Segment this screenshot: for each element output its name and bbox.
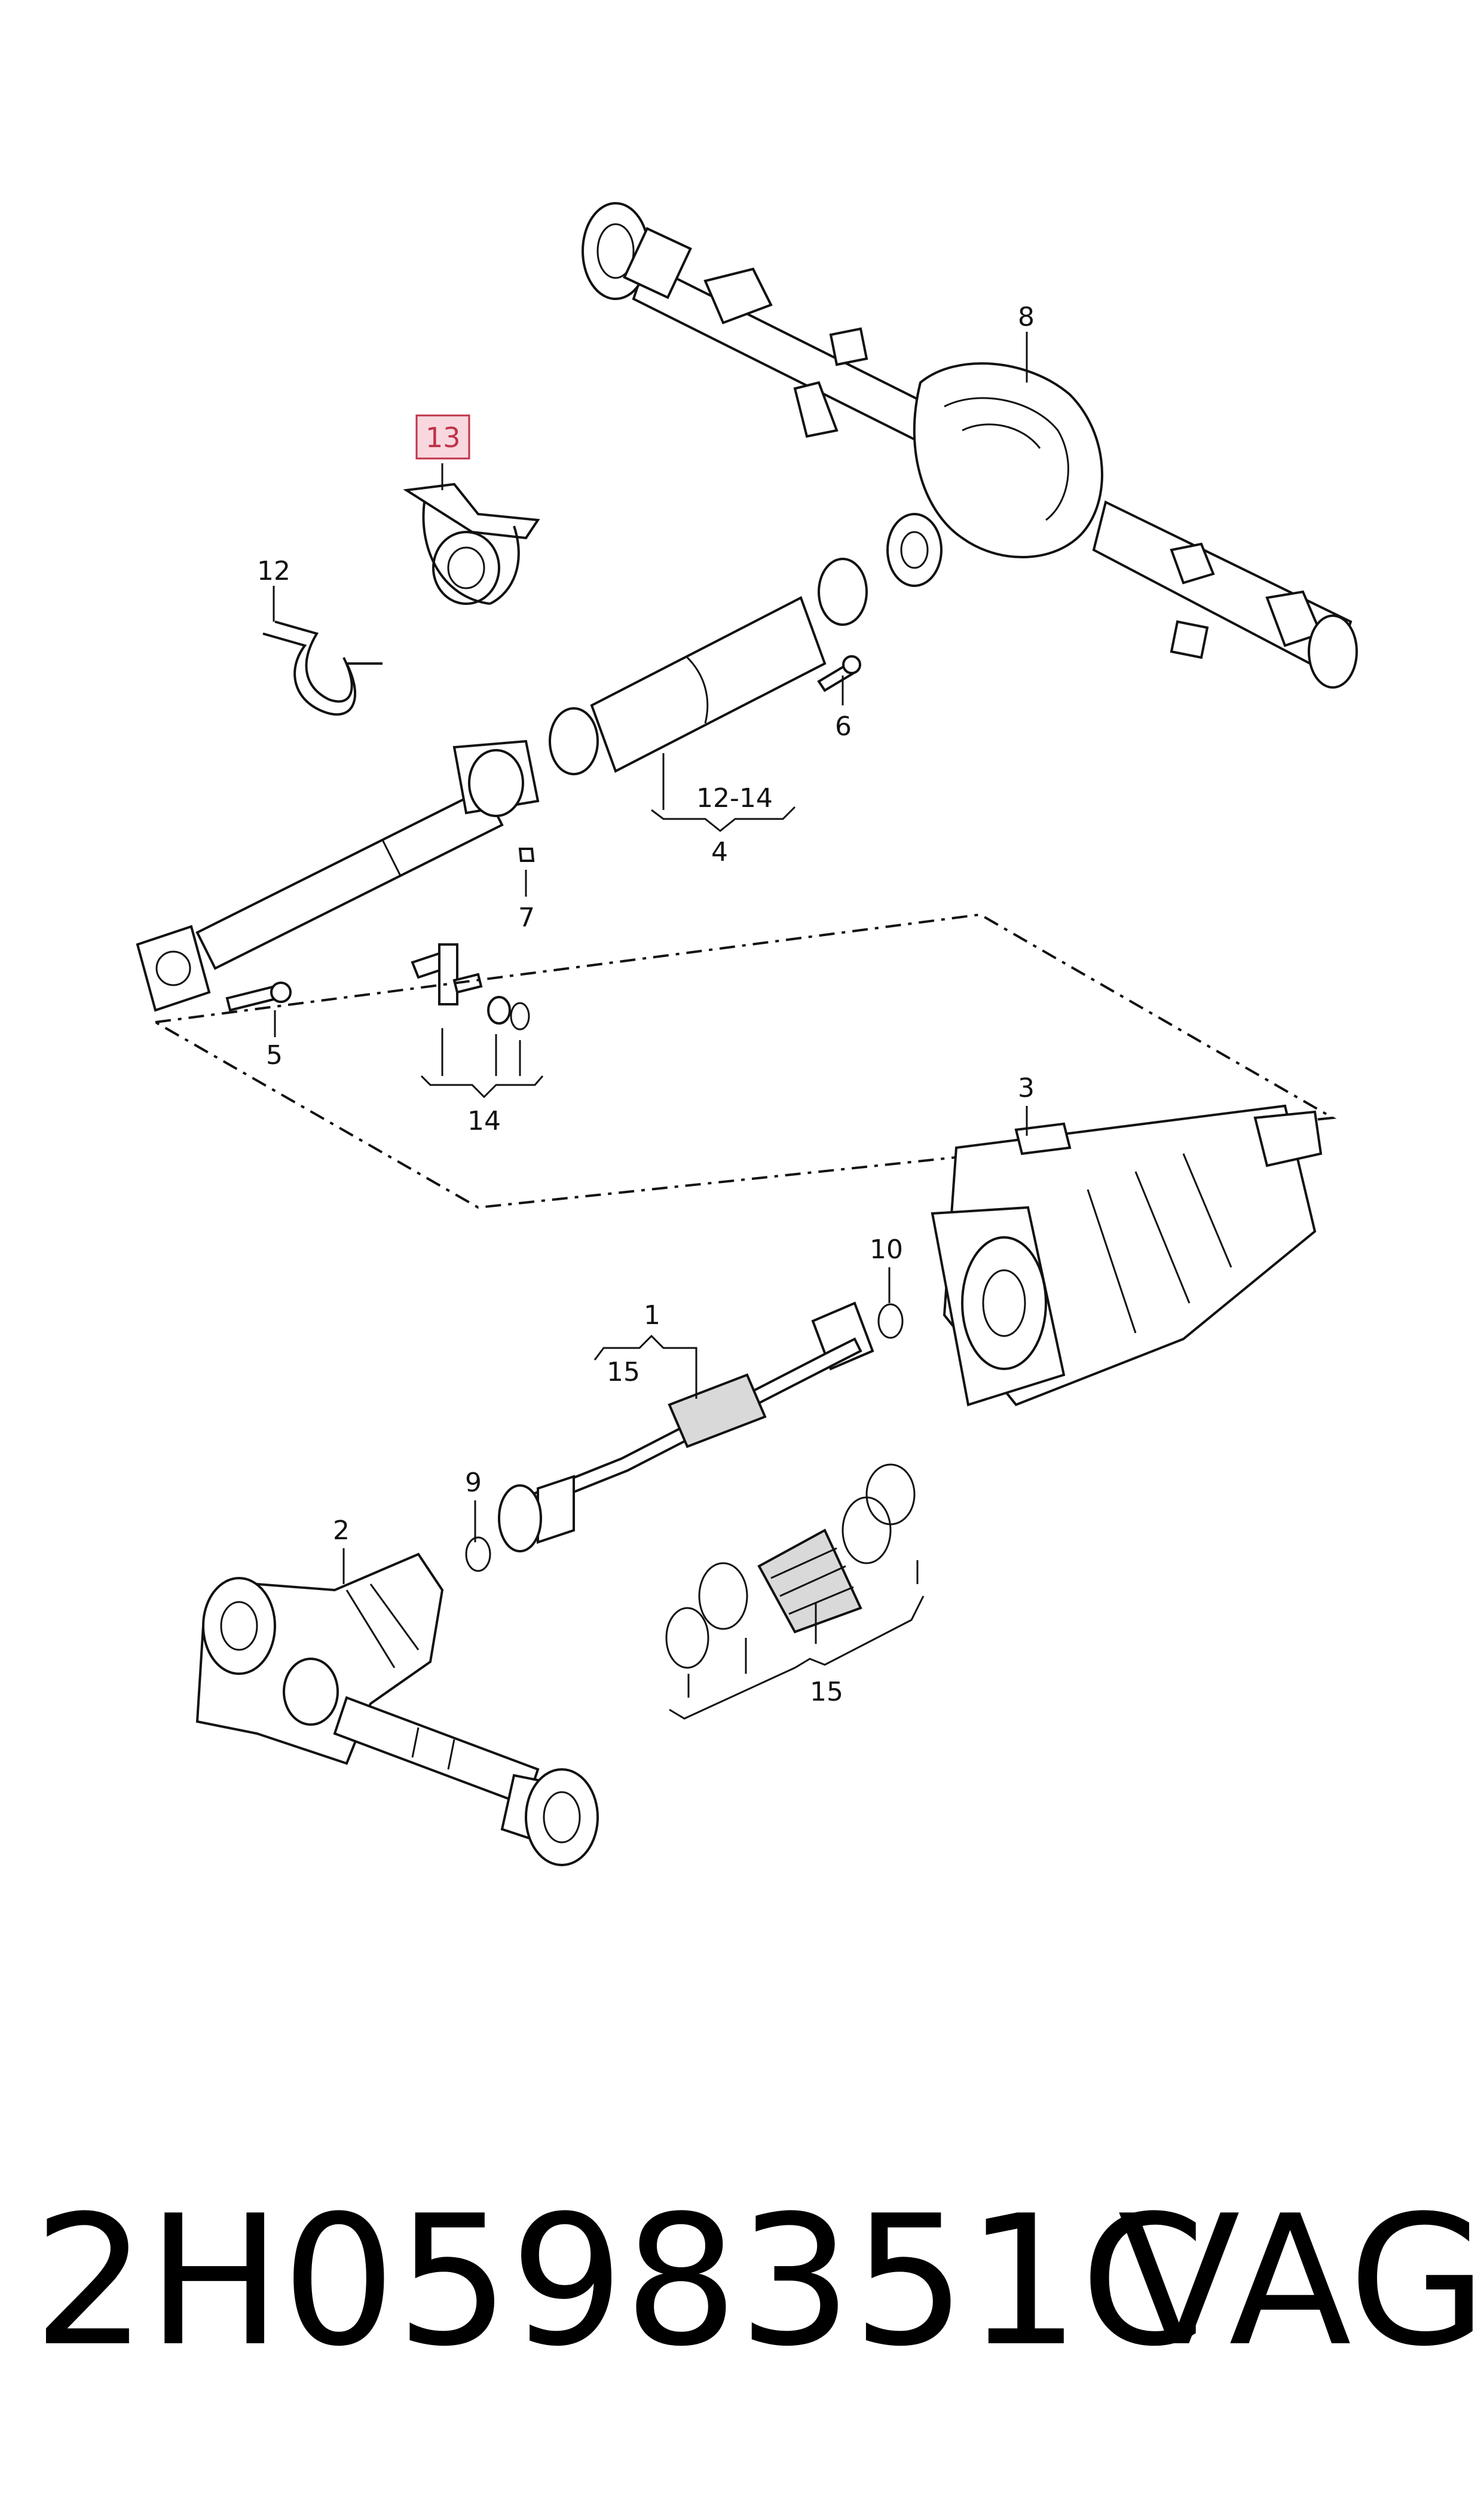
- assembly-boundary: [151, 913, 1337, 1209]
- callout-8: 8: [1018, 302, 1035, 332]
- callout-4: 4: [711, 837, 728, 867]
- callout-12-14: 12-14: [696, 783, 773, 814]
- transfer-case-drawing: [931, 1104, 1323, 1407]
- brand-name: VAG: [1118, 2177, 1484, 2386]
- callout-14: 14: [467, 1106, 501, 1136]
- propeller-shaft-drawing: [136, 558, 868, 1012]
- callout-12: 12: [257, 556, 290, 586]
- part-number: 2H0598351C: [33, 2177, 1205, 2386]
- callout-15-lower: 15: [810, 1677, 843, 1707]
- callout-10: 10: [870, 1234, 903, 1265]
- callout-13-highlight: [415, 414, 470, 460]
- leader-lines: [273, 332, 1028, 1720]
- drive-shaft-1-drawing: [465, 1301, 904, 1572]
- callout-2: 2: [333, 1515, 350, 1546]
- boot-kit-15-drawing: [665, 1463, 916, 1669]
- callout-labels: 8 13 12 6 12-14 4 7 5 14 3 10 1 15 9 2 1…: [257, 302, 1035, 1707]
- callout-13: 13: [426, 421, 461, 454]
- callout-5: 5: [266, 1040, 283, 1071]
- callout-15-upper: 15: [607, 1357, 640, 1387]
- callout-7: 7: [518, 903, 535, 933]
- front-differential-drawing: [195, 1552, 599, 1866]
- callout-3: 3: [1018, 1073, 1035, 1103]
- callout-6: 6: [835, 711, 852, 742]
- center-bearing-13-drawing: [403, 482, 540, 605]
- rear-axle-drawing: [582, 202, 1358, 689]
- universal-joint-kit-14-drawing: [411, 943, 530, 1031]
- callout-1: 1: [644, 1300, 660, 1331]
- callout-9: 9: [465, 1468, 482, 1498]
- bracket-12-drawing: [262, 620, 383, 716]
